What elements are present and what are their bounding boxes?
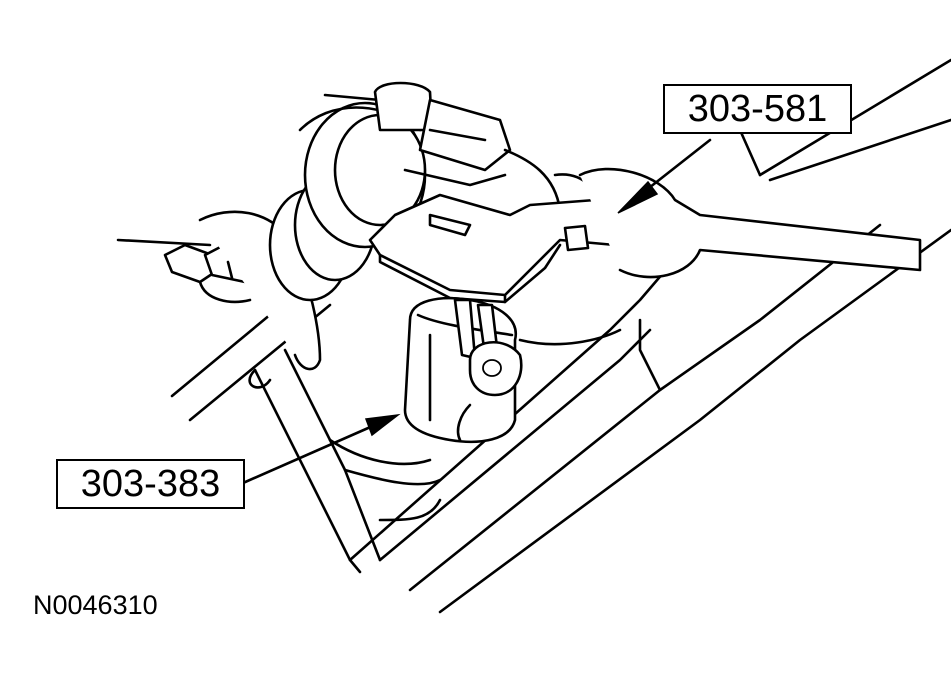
tool-303-581 (368, 167, 922, 304)
callout-label-303-581: 303-581 (663, 84, 852, 134)
shift-fork-assembly (198, 81, 562, 371)
arrowhead-303-581 (617, 180, 659, 214)
leader-303-581 (617, 138, 712, 214)
leader-303-383 (241, 413, 401, 485)
figure-id: N0046310 (33, 590, 158, 620)
transmission-housing (170, 58, 951, 614)
callout-label-303-383: 303-383 (56, 459, 245, 509)
tool-303-383 (403, 296, 523, 444)
arrowhead-303-383 (364, 413, 401, 437)
